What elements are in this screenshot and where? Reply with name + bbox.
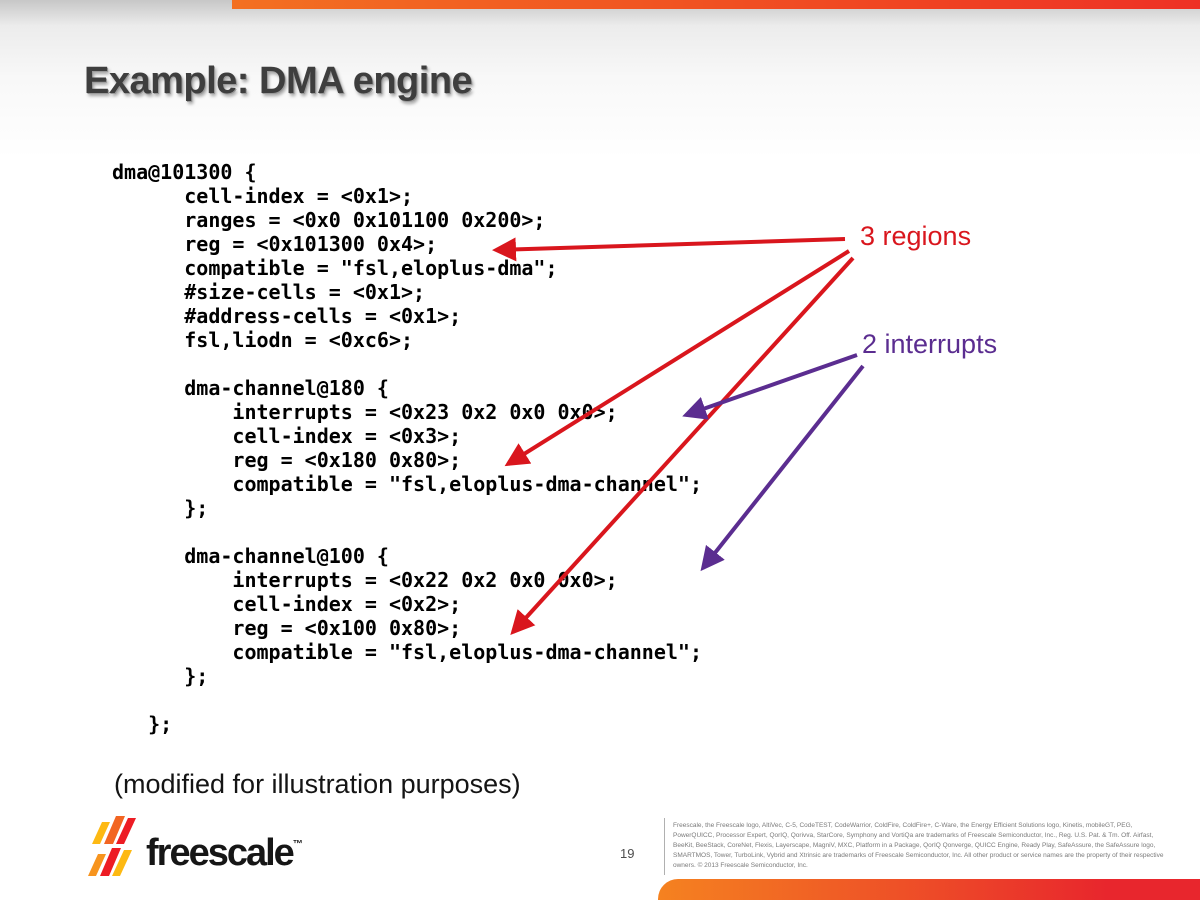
freescale-wordmark: freescale™ [146,832,303,874]
bottom-accent-bar [658,879,1200,900]
legal-text: Freescale, the Freescale logo, AltiVec, … [673,822,1164,869]
device-tree-code: dma@101300 { cell-index = <0x1>; ranges … [112,160,703,736]
trademark-symbol: ™ [292,839,303,850]
top-accent-bar [232,0,1200,9]
page-title: Example: DMA engine [84,60,473,102]
arrow-interrupt-2 [700,364,865,572]
arrow-interrupt-1 [682,353,858,420]
footer-divider [664,818,665,875]
freescale-logo-icon [88,816,136,876]
regions-annotation-label: 3 regions [860,221,972,251]
page-number: 19 [620,846,635,861]
footnote: (modified for illustration purposes) [114,769,521,799]
freescale-logo: freescale™ [86,812,303,880]
interrupts-annotation-label: 2 interrupts [862,329,998,359]
